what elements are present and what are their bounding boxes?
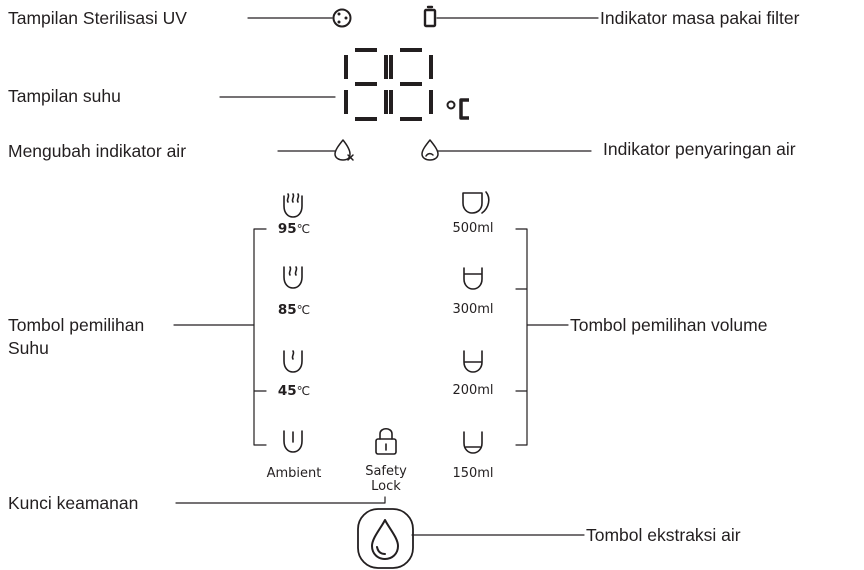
safety-lock-label-line2: Lock bbox=[371, 479, 401, 494]
water-filtering-icon bbox=[421, 139, 439, 161]
water-change-callout: Mengubah indikator air bbox=[8, 141, 187, 161]
temperature-bracket bbox=[253, 228, 267, 446]
water-extraction-button[interactable] bbox=[357, 508, 414, 569]
plain-cup-icon bbox=[283, 430, 303, 453]
seven-segment-display bbox=[344, 48, 433, 121]
temp-85-button[interactable] bbox=[283, 266, 303, 289]
volume-300ml-label: 300ml bbox=[452, 302, 494, 317]
display-digit-1 bbox=[344, 48, 388, 121]
temp-85-value: 85 bbox=[277, 302, 297, 318]
volume-selection-callout: Tombol pemilihan volume bbox=[570, 315, 768, 335]
cup-half-icon bbox=[463, 350, 483, 373]
temp-85-unit: ℃ bbox=[296, 303, 311, 317]
temp-45-button[interactable] bbox=[283, 350, 303, 373]
volume-200ml-label: 200ml bbox=[452, 383, 494, 398]
temperature-selection-callout: Tombol pemilihan bbox=[8, 315, 145, 335]
temp-45-label: 45℃ bbox=[278, 384, 310, 398]
temp-95-label: 95℃ bbox=[278, 222, 310, 236]
water-change-icon bbox=[334, 139, 354, 161]
cup-two-thirds-icon bbox=[463, 267, 483, 290]
display-digit-2 bbox=[389, 48, 433, 121]
volume-500ml-button[interactable] bbox=[462, 191, 490, 214]
volume-150ml-button[interactable] bbox=[463, 431, 483, 454]
water-drop-icon bbox=[371, 519, 399, 560]
water-filtering-callout: Indikator penyaringan air bbox=[603, 139, 796, 159]
temperature-selection-callout-line2: Suhu bbox=[8, 338, 49, 358]
filter-life-callout: Indikator masa pakai filter bbox=[600, 8, 800, 28]
celsius-unit-icon bbox=[446, 98, 469, 120]
volume-150ml-label: 150ml bbox=[452, 466, 494, 481]
safety-lock-leader-line bbox=[175, 496, 386, 504]
temperature-display-callout: Tampilan suhu bbox=[8, 86, 121, 106]
temp-45-unit: ℃ bbox=[296, 384, 311, 398]
safety-lock-button[interactable] bbox=[375, 427, 397, 455]
ambient-label: Ambient bbox=[266, 466, 322, 481]
volume-200ml-button[interactable] bbox=[463, 350, 483, 373]
temp-95-value: 95 bbox=[277, 221, 297, 237]
uv-sterilization-icon bbox=[332, 8, 352, 28]
leader-lines bbox=[173, 17, 599, 536]
water-extraction-callout: Tombol ekstraksi air bbox=[586, 525, 741, 545]
volume-300ml-button[interactable] bbox=[463, 267, 483, 290]
uv-display-callout: Tampilan Sterilisasi UV bbox=[8, 8, 187, 28]
padlock-icon bbox=[375, 427, 397, 455]
safety-lock-label-line1: Safety bbox=[365, 464, 407, 479]
temp-95-button[interactable] bbox=[283, 193, 303, 218]
ambient-button[interactable] bbox=[283, 430, 303, 453]
temp-85-label: 85℃ bbox=[278, 303, 310, 317]
volume-bracket bbox=[515, 228, 528, 446]
one-steam-cup-icon bbox=[283, 350, 303, 373]
cup-low-icon bbox=[463, 431, 483, 454]
volume-500ml-label: 500ml bbox=[452, 221, 494, 236]
temp-45-value: 45 bbox=[277, 383, 297, 399]
safety-lock-callout: Kunci keamanan bbox=[8, 493, 139, 513]
two-steam-cup-icon bbox=[283, 266, 303, 289]
three-steam-cup-icon bbox=[283, 193, 303, 218]
brackets bbox=[253, 228, 528, 446]
filter-life-icon bbox=[423, 5, 437, 28]
temp-95-unit: ℃ bbox=[296, 222, 311, 236]
full-cup-icon bbox=[462, 191, 490, 214]
